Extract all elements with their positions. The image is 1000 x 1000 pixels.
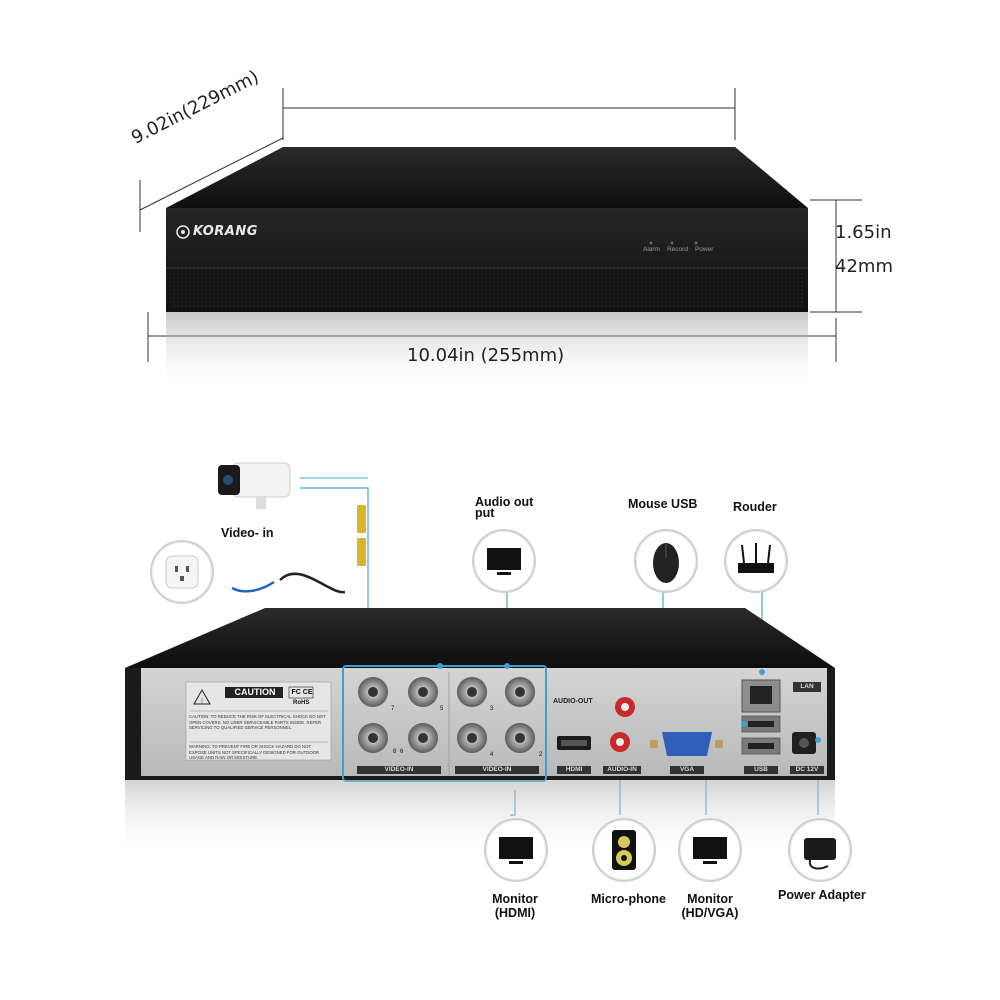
caution-label: !	[185, 681, 332, 761]
vga-port	[662, 732, 712, 756]
router-circle	[724, 529, 788, 593]
warning-text-1: CAUTION: TO REDUCE THE RISK OF ELECTRICA…	[189, 714, 326, 730]
power-adapter-icon	[804, 838, 836, 870]
power-adapter-circle	[788, 818, 852, 882]
height-mm-label: 42mm	[835, 256, 893, 277]
channel-5: 5	[440, 706, 444, 712]
indicator-alarm: Alarm	[643, 246, 660, 253]
brand-logo-text: KORANG	[193, 224, 258, 239]
hdmi-port-label: HDMI	[565, 766, 583, 773]
mouse-circle	[634, 529, 698, 593]
caution-marks: FC CE	[291, 689, 313, 696]
camera-icon	[218, 462, 291, 509]
channel-7: 7	[391, 706, 395, 712]
monitor-hdmi-label: Monitor (HDMI)	[492, 892, 538, 920]
video-in-label: Video- in	[221, 526, 274, 540]
front-indicators: Alarm Record Power	[643, 246, 713, 253]
power-adapter-label: Power Adapter	[778, 888, 866, 902]
mouse-usb-label: Mouse USB	[628, 497, 698, 511]
video-in-b-label: VIDEO-IN	[482, 766, 512, 773]
channel-3: 3	[490, 706, 494, 712]
microphone-circle	[592, 818, 656, 882]
bnc-connectors	[358, 677, 535, 753]
front-view-diagram	[139, 88, 862, 392]
cables	[231, 477, 368, 594]
channel-4: 4	[490, 752, 494, 758]
height-in-label: 1.65in	[835, 222, 892, 243]
device-reflection	[166, 312, 808, 392]
warning-text-2: WARNING: TO PREVENT FIRE OR SHOCK HAZARD…	[189, 744, 320, 760]
monitor-vga-circle	[678, 818, 742, 882]
monitor-vga-label: Monitor (HD/VGA)	[681, 892, 739, 920]
audio-out-label: Audio out put	[475, 495, 534, 520]
usb-port-label: USB	[754, 766, 768, 773]
speaker-icon	[612, 830, 636, 870]
power-outlet-circle	[150, 540, 214, 604]
vga-port-label: VGA	[679, 766, 695, 773]
monitor-icon	[487, 548, 521, 575]
rear-view-diagram: !	[125, 477, 835, 860]
channel-6: 6	[400, 749, 404, 755]
svg-text:!: !	[201, 699, 203, 705]
indicator-record: Record	[666, 246, 688, 253]
rohs-mark: RoHS	[293, 700, 310, 706]
device-top-face	[166, 147, 808, 208]
audio-out-port-label: AUDIO-OUT	[553, 698, 593, 705]
channel-2: 2	[539, 752, 543, 758]
outlet-icon	[165, 555, 199, 589]
dc-port-label: DC 12V	[795, 766, 819, 773]
video-in-a-label: VIDEO-IN	[384, 766, 414, 773]
mouse-icon	[653, 543, 679, 583]
router-icon	[738, 543, 774, 573]
front-grille	[170, 268, 804, 308]
monitor-icon	[499, 837, 533, 864]
caution-title: CAUTION	[234, 687, 276, 697]
korang-logo-icon	[176, 225, 190, 239]
indicator-power: Power	[694, 246, 714, 253]
audio-out-circle	[472, 529, 536, 593]
monitor-icon	[693, 837, 727, 864]
router-label: Rouder	[733, 500, 777, 514]
microphone-label: Micro-phone	[591, 892, 666, 906]
width-dimension-label: 10.04in (255mm)	[407, 345, 565, 366]
lan-port-label: LAN	[800, 683, 814, 690]
rear-device-top	[125, 608, 835, 668]
monitor-hdmi-circle	[484, 818, 548, 882]
audio-in-port-label: AUDIO-IN	[607, 766, 637, 773]
channel-8: 8	[393, 749, 397, 755]
